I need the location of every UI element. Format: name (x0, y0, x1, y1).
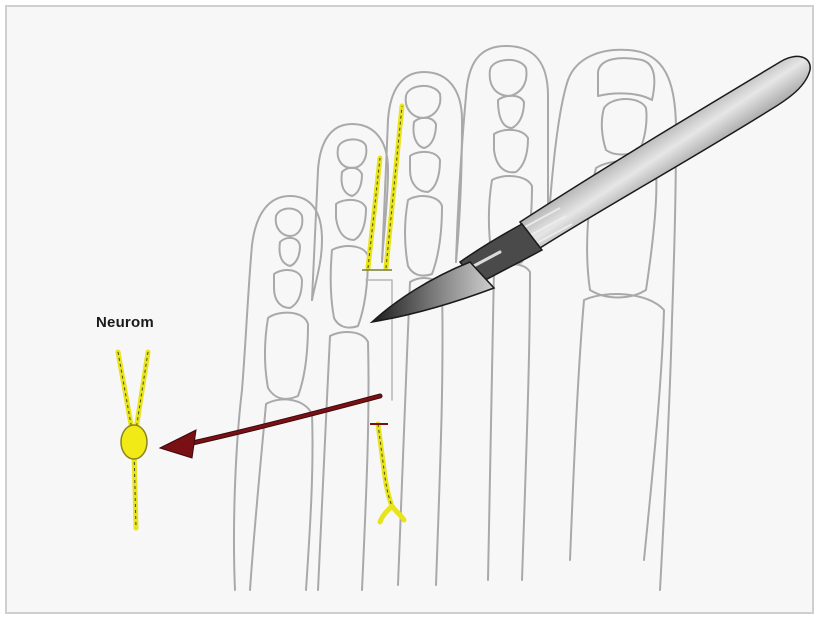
neuroma-bulb (121, 425, 147, 459)
neuroma-label: Neurom (96, 314, 154, 331)
